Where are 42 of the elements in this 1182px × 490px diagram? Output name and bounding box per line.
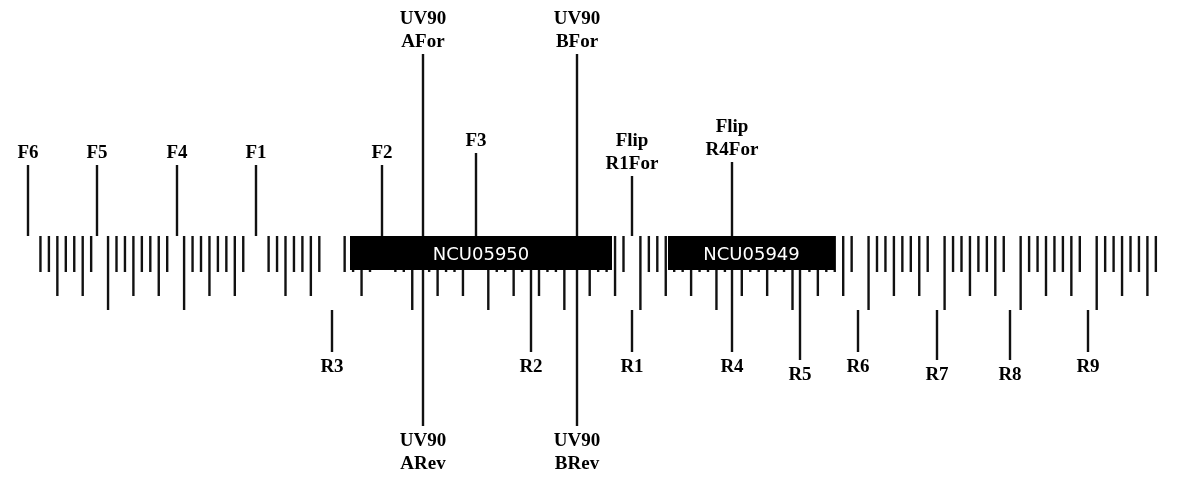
primer-label: R4 [712, 354, 752, 377]
primer-label: R2 [511, 354, 551, 377]
leader-line [935, 310, 939, 360]
leader-line [730, 162, 734, 236]
primer-label: F3 [456, 128, 496, 151]
primer-label: F1 [236, 140, 276, 163]
leader-line [175, 165, 179, 236]
primer-label: R9 [1068, 354, 1108, 377]
leader-line [630, 310, 634, 352]
leader-line [575, 54, 579, 236]
primer-label: R8 [990, 362, 1030, 385]
leader-line [529, 270, 533, 352]
leader-line [421, 270, 425, 426]
primer-label: UV90 BFor [547, 6, 607, 52]
primer-label: R5 [780, 362, 820, 385]
primer-label: R6 [838, 354, 878, 377]
primer-label: UV90 AFor [393, 6, 453, 52]
primer-label: F5 [77, 140, 117, 163]
primer-label: UV90 BRev [547, 428, 607, 474]
leader-line [330, 310, 334, 352]
leader-line [421, 54, 425, 236]
primer-label: Flip R4For [702, 114, 762, 160]
leader-line [630, 176, 634, 236]
primer-label: R3 [312, 354, 352, 377]
leader-line [798, 270, 802, 360]
primer-label: F2 [362, 140, 402, 163]
primer-label: R7 [917, 362, 957, 385]
leader-line [95, 165, 99, 236]
primer-label: R1 [612, 354, 652, 377]
primer-label: F6 [8, 140, 48, 163]
leader-line [575, 270, 579, 426]
leader-line [1008, 310, 1012, 360]
leader-line [730, 270, 734, 352]
leader-line [474, 153, 478, 236]
leader-line [856, 310, 860, 352]
primer-label: F4 [157, 140, 197, 163]
leader-line [26, 165, 30, 236]
leader-line [380, 165, 384, 236]
primer-label: Flip R1For [602, 128, 662, 174]
leader-line [254, 165, 258, 236]
leader-line [1086, 310, 1090, 352]
primer-label: UV90 ARev [393, 428, 453, 474]
